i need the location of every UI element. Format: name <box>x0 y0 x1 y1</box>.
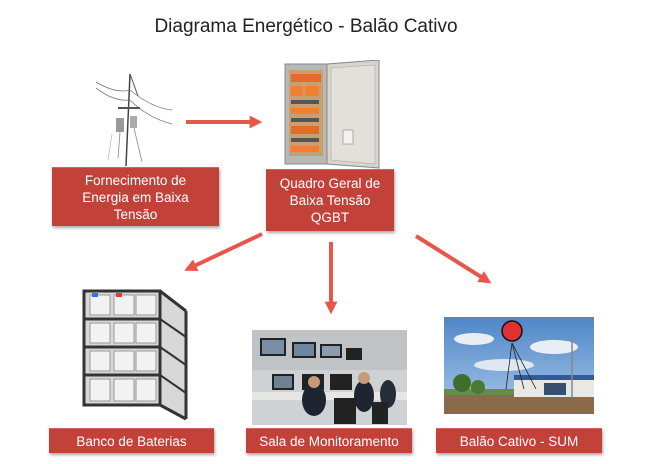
electrical-panel-photo <box>284 60 380 169</box>
node-batteries: Banco de Baterias <box>49 428 214 453</box>
node-supply-line1: Fornecimento de <box>84 172 187 188</box>
node-panel-line1: Quadro Geral de <box>279 176 381 191</box>
node-balloon: Balão Cativo - SUM <box>436 428 602 453</box>
battery-rack-photo <box>82 289 188 421</box>
arrow-panel-to-balloon <box>414 234 492 284</box>
node-panel-line2: Baixa Tensão <box>289 193 371 208</box>
power-line-pole-photo <box>96 74 172 166</box>
diagram-title: Diagrama Energético - Balão Cativo <box>154 16 458 37</box>
node-monitoring: Sala de Monitoramento <box>246 428 412 453</box>
tethered-balloon-photo <box>444 317 594 414</box>
arrow-panel-to-batteries <box>184 232 263 272</box>
node-supply: Fornecimento de Energia em Baixa Tensão <box>52 167 219 226</box>
node-panel-line3: QGBT <box>310 210 350 225</box>
node-supply-line2: Energia em Baixa <box>82 189 189 205</box>
node-panel: Quadro Geral de Baixa Tensão QGBT <box>266 169 394 231</box>
control-room-photo <box>252 330 407 425</box>
node-supply-line3: Tensão <box>113 206 158 222</box>
